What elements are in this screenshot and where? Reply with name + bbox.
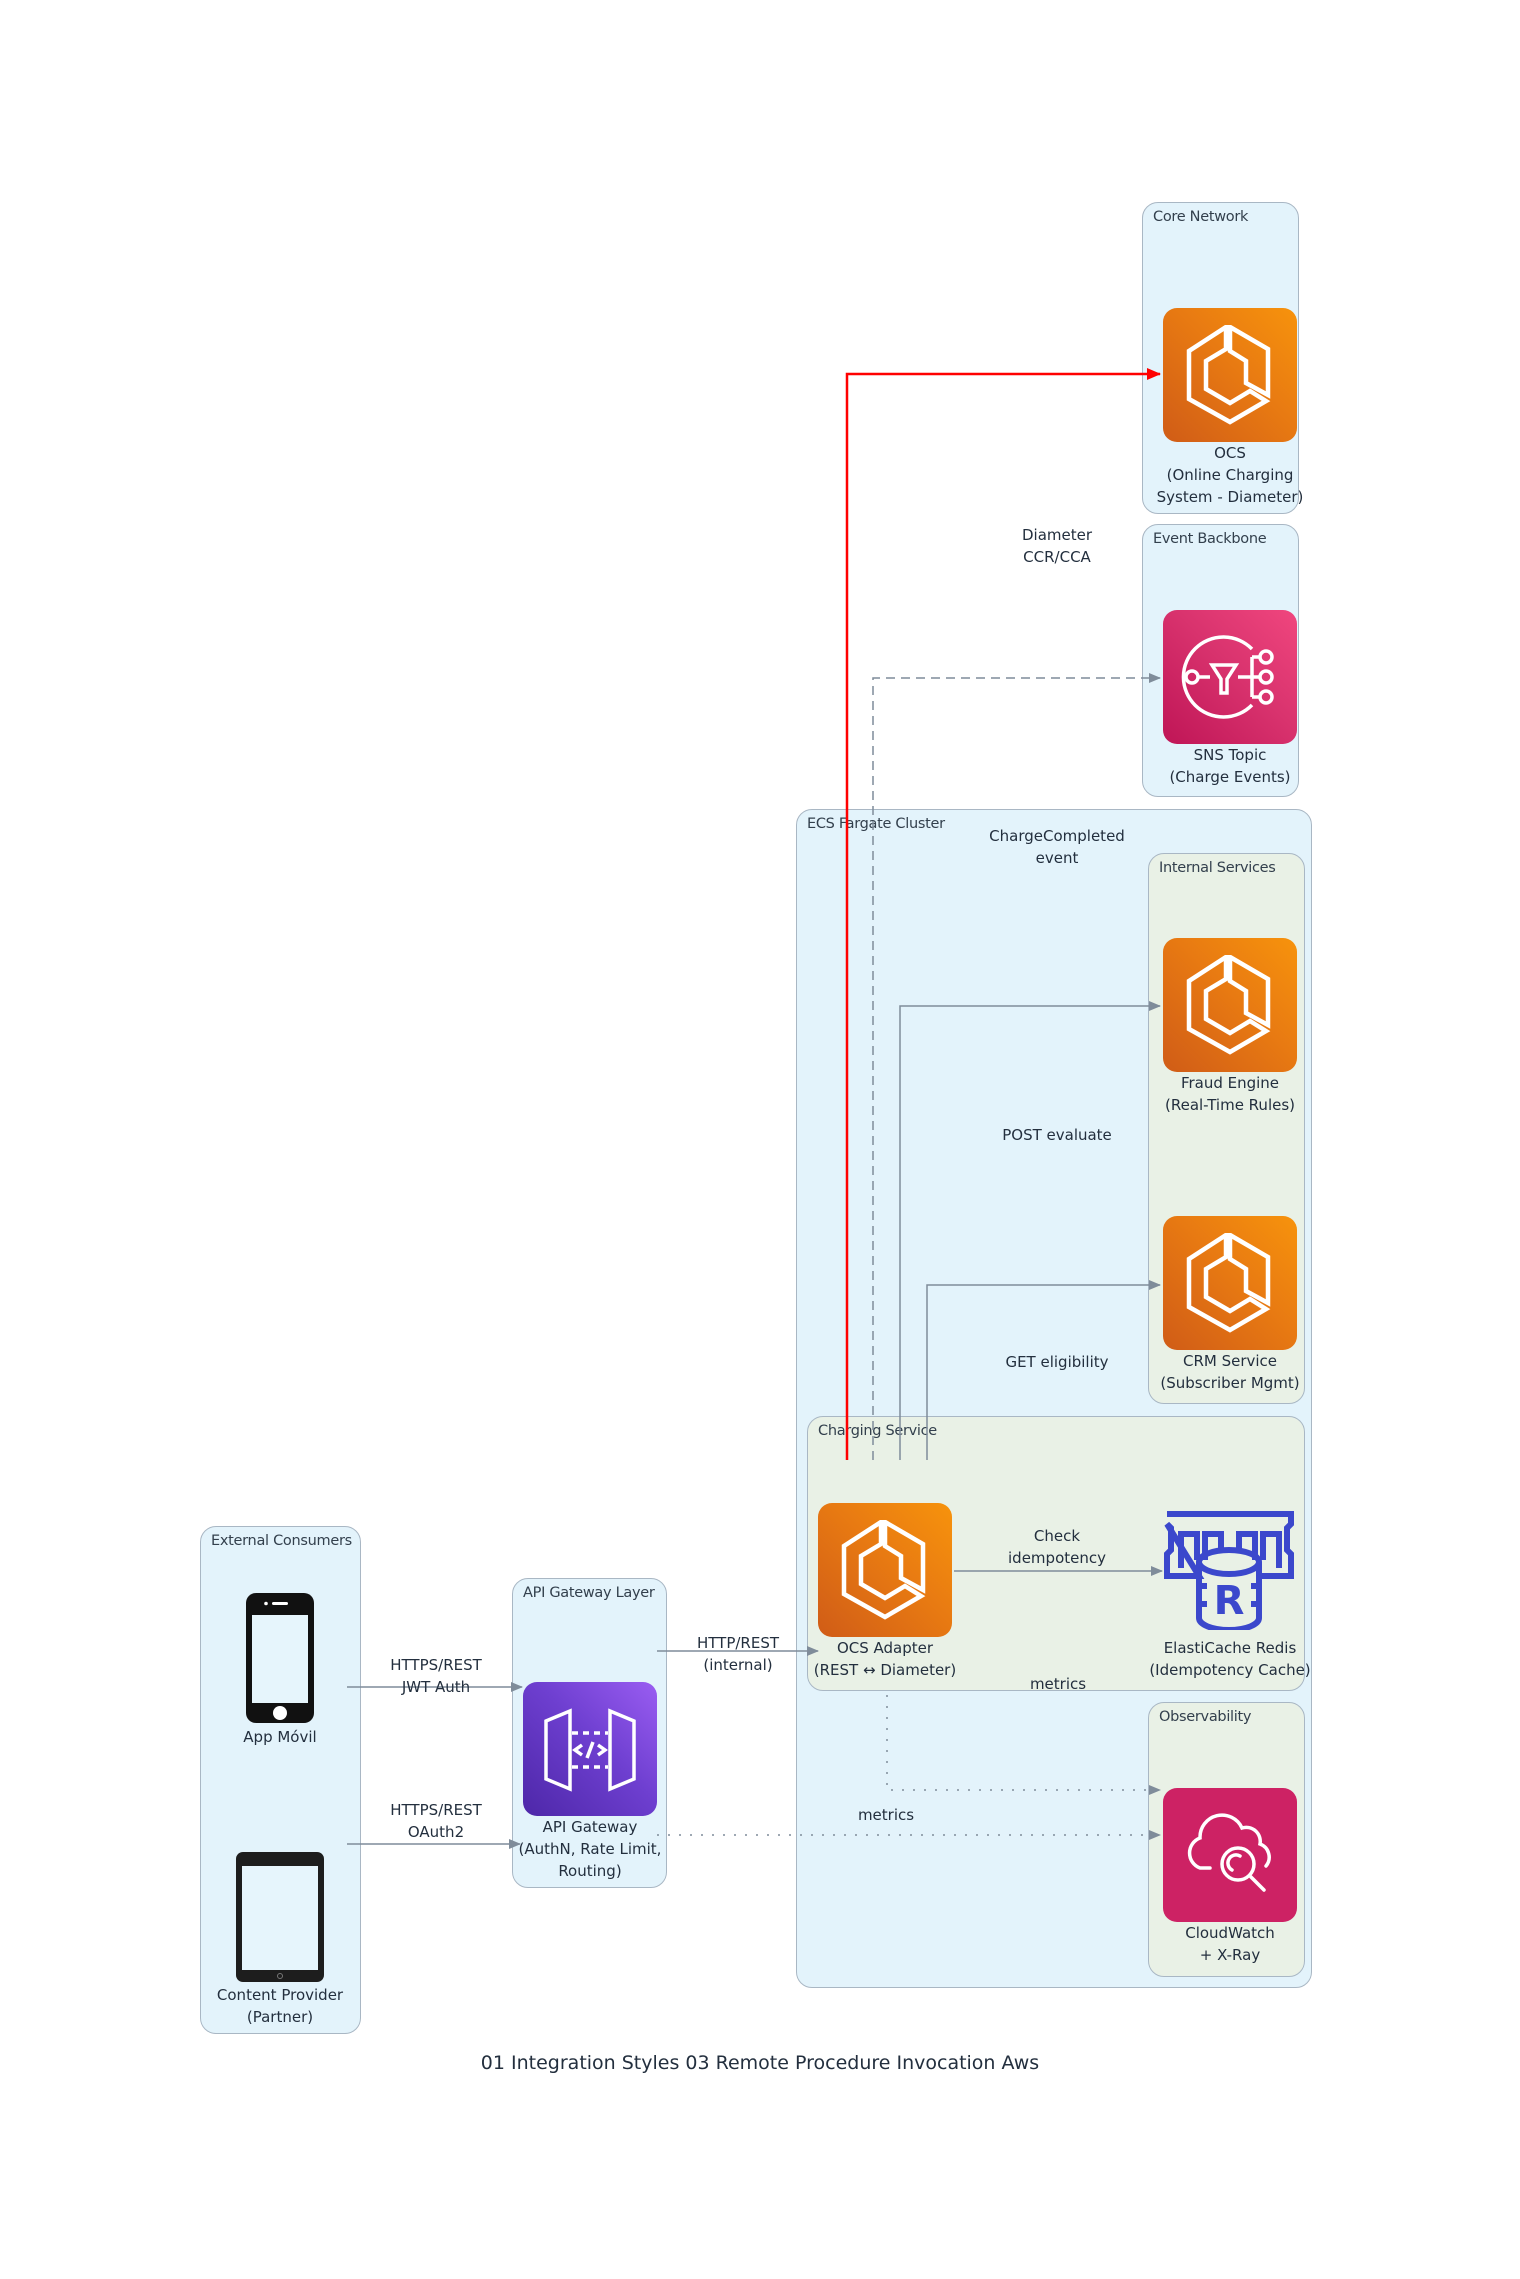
cloudwatch-icon [1163, 1788, 1297, 1922]
node-label: OCS (Online Charging System - Diameter) [1156, 444, 1304, 506]
node-label: Fraud Engine (Real-Time Rules) [1164, 1074, 1296, 1114]
cluster-label: API Gateway Layer [523, 1585, 655, 1601]
edge-label-http-internal: HTTP/REST (internal) [696, 1634, 780, 1674]
edge-label-metrics-apigw: metrics [857, 1806, 915, 1824]
node-label: App Móvil [243, 1728, 317, 1746]
cluster-label: External Consumers [211, 1533, 352, 1549]
edge-label-metrics-adapter: metrics [1029, 1675, 1087, 1693]
ecs-container-icon [1163, 938, 1297, 1072]
edge-label-diameter: Diameter CCR/CCA [1021, 526, 1093, 566]
sns-topic-icon [1163, 610, 1297, 744]
cluster-label: Event Backbone [1153, 531, 1267, 547]
edge-label-https-jwt: HTTPS/REST JWT Auth [390, 1656, 482, 1696]
node-cloudwatch[interactable]: CloudWatch + X-Ray [1145, 1788, 1315, 1966]
edge-label-https-oauth: HTTPS/REST OAuth2 [390, 1801, 482, 1841]
mobile-phone-icon [213, 1592, 347, 1724]
cluster-label: Internal Services [1159, 860, 1276, 876]
elasticache-redis-icon: R [1163, 1503, 1297, 1637]
node-crm-service[interactable]: CRM Service (Subscriber Mgmt) [1145, 1216, 1315, 1394]
node-label: SNS Topic (Charge Events) [1169, 746, 1291, 786]
edge-label-charge-completed: ChargeCompleted event [989, 827, 1125, 867]
node-label: Content Provider (Partner) [216, 1986, 344, 2026]
cluster-label: Core Network [1153, 209, 1249, 225]
node-label: ElastiCache Redis (Idempotency Cache) [1149, 1639, 1311, 1679]
edge-label-get-eligibility: GET eligibility [1005, 1353, 1109, 1371]
cluster-label: Observability [1159, 1709, 1252, 1725]
ecs-container-icon [1163, 308, 1297, 442]
node-elasticache-redis[interactable]: R ElastiCache Redis (Idempotency Cache) [1140, 1503, 1320, 1681]
edge-label-check-idempotency: Check idempotency [1008, 1527, 1106, 1567]
svg-text:R: R [1214, 1578, 1245, 1624]
diagram-title: 01 Integration Styles 03 Remote Procedur… [480, 2052, 1040, 2074]
edge-label-post-evaluate: POST evaluate [1002, 1126, 1112, 1144]
cluster-label: ECS Fargate Cluster [807, 816, 945, 832]
cluster-label: Charging Service [818, 1423, 937, 1439]
node-ocs-adapter[interactable]: OCS Adapter (REST ↔ Diameter) [800, 1503, 970, 1681]
node-label: CRM Service (Subscriber Mgmt) [1160, 1352, 1300, 1392]
ecs-container-icon [1163, 1216, 1297, 1350]
node-content-provider[interactable]: Content Provider (Partner) [195, 1850, 365, 2028]
node-fraud-engine[interactable]: Fraud Engine (Real-Time Rules) [1145, 938, 1315, 1116]
node-label: API Gateway (AuthN, Rate Limit, Routing) [518, 1818, 662, 1880]
node-label: OCS Adapter (REST ↔ Diameter) [813, 1639, 957, 1679]
tablet-icon [213, 1850, 347, 1984]
node-api-gateway[interactable]: API Gateway (AuthN, Rate Limit, Routing) [505, 1682, 675, 1882]
api-gateway-icon [523, 1682, 657, 1816]
ecs-container-icon [818, 1503, 952, 1637]
node-app-movil[interactable]: App Móvil [195, 1592, 365, 1748]
node-ocs[interactable]: OCS (Online Charging System - Diameter) [1145, 308, 1315, 508]
node-sns[interactable]: SNS Topic (Charge Events) [1145, 610, 1315, 788]
node-label: CloudWatch + X-Ray [1185, 1924, 1275, 1964]
